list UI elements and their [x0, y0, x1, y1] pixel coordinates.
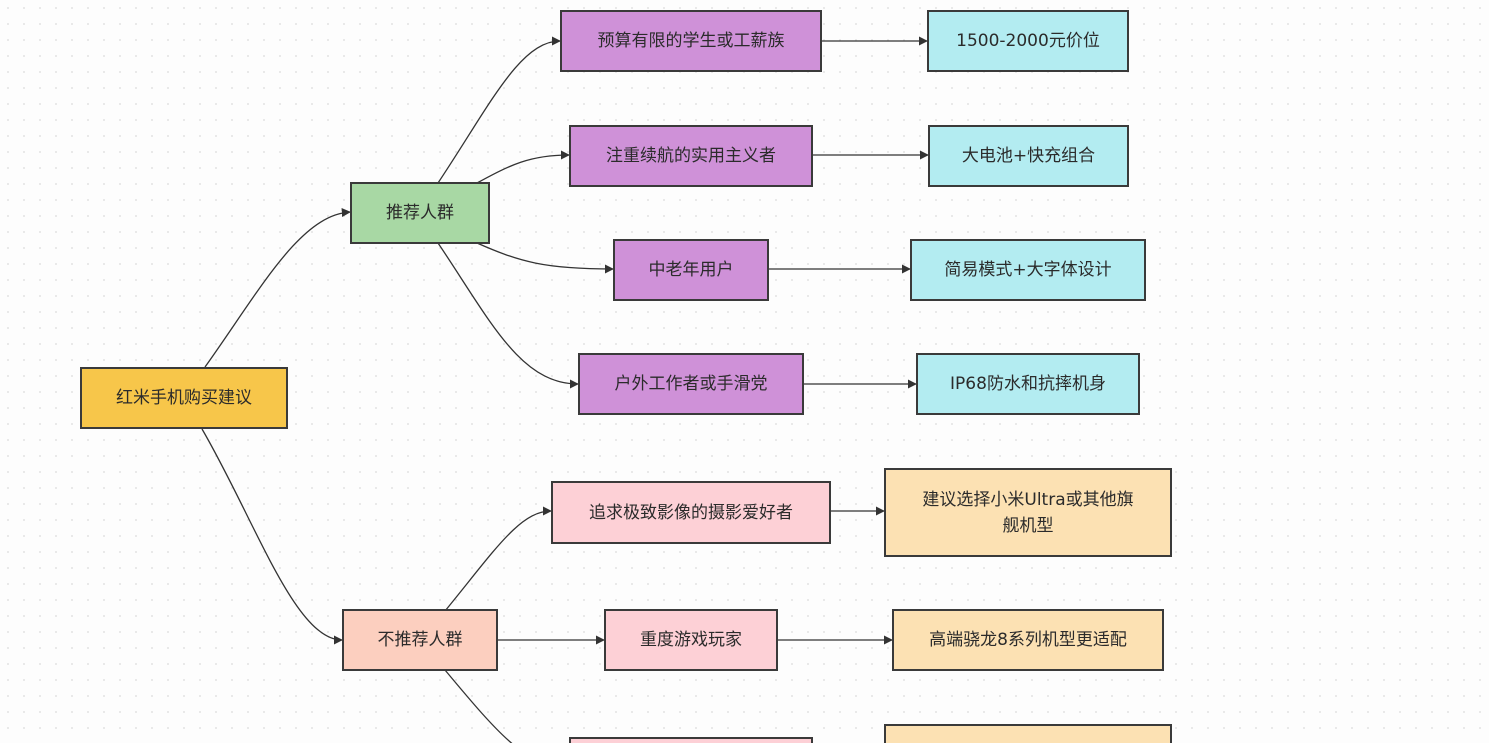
not-recommended-detail-node[interactable]: 高端骁龙8系列机型更适配 — [892, 609, 1164, 671]
not-recommended-group-node[interactable]: 不推荐人群 — [342, 609, 498, 671]
recommended-detail-label: IP68防水和抗摔机身 — [950, 374, 1106, 394]
not-recommended-person-node[interactable]: 重度游戏玩家 — [604, 609, 778, 671]
recommended-person-label: 注重续航的实用主义者 — [606, 146, 776, 166]
recommended-detail-label: 大电池+快充组合 — [961, 146, 1096, 166]
edge-not-recommended-person-1 — [444, 506, 552, 612]
recommended-person-node[interactable]: 户外工作者或手滑党 — [578, 353, 804, 415]
recommended-person-label: 中老年用户 — [648, 260, 734, 280]
not-recommended-person-node-partial[interactable] — [569, 737, 813, 743]
not-recommended-group-label: 不推荐人群 — [377, 630, 463, 650]
recommended-person-label: 户外工作者或手滑党 — [614, 374, 768, 394]
edge-not-recommended-person-3 — [444, 669, 513, 743]
not-recommended-person-label: 追求极致影像的摄影爱好者 — [589, 502, 793, 523]
edge-recommended-person-3 — [476, 242, 614, 274]
edge-recommended-person-4 — [437, 242, 579, 389]
recommended-detail-label: 简易模式+大字体设计 — [944, 260, 1112, 280]
recommended-detail-node[interactable]: 大电池+快充组合 — [928, 125, 1129, 187]
not-recommended-person-label: 重度游戏玩家 — [640, 630, 742, 650]
not-recommended-detail-label: 高端骁龙8系列机型更适配 — [929, 630, 1127, 650]
edge-root-recommended — [204, 207, 351, 368]
edge-root-not-recommended — [201, 428, 343, 645]
edge-recommended-person-1 — [437, 36, 561, 184]
recommended-detail-node[interactable]: 简易模式+大字体设计 — [910, 239, 1146, 301]
edge-recommended-person-2 — [476, 150, 570, 184]
recommended-detail-node[interactable]: 1500-2000元价位 — [927, 10, 1129, 72]
recommended-detail-node[interactable]: IP68防水和抗摔机身 — [916, 353, 1140, 415]
not-recommended-person-node[interactable]: 追求极致影像的摄影爱好者 — [551, 481, 831, 544]
not-recommended-detail-node[interactable]: 建议选择小米Ultra或其他旗舰机型 — [884, 468, 1172, 557]
recommended-person-node[interactable]: 预算有限的学生或工薪族 — [560, 10, 822, 72]
recommended-person-node[interactable]: 注重续航的实用主义者 — [569, 125, 813, 187]
recommended-person-node[interactable]: 中老年用户 — [613, 239, 769, 301]
recommended-person-label: 预算有限的学生或工薪族 — [597, 31, 785, 51]
recommended-detail-label: 1500-2000元价位 — [956, 31, 1100, 51]
root-node[interactable]: 红米手机购买建议 — [80, 367, 288, 429]
not-recommended-detail-label: 建议选择小米Ultra或其他旗舰机型 — [922, 489, 1134, 536]
root-node-label: 红米手机购买建议 — [116, 388, 252, 408]
recommended-group-label: 推荐人群 — [386, 203, 454, 223]
recommended-group-node[interactable]: 推荐人群 — [350, 182, 490, 244]
not-recommended-detail-node-partial[interactable] — [884, 724, 1172, 743]
